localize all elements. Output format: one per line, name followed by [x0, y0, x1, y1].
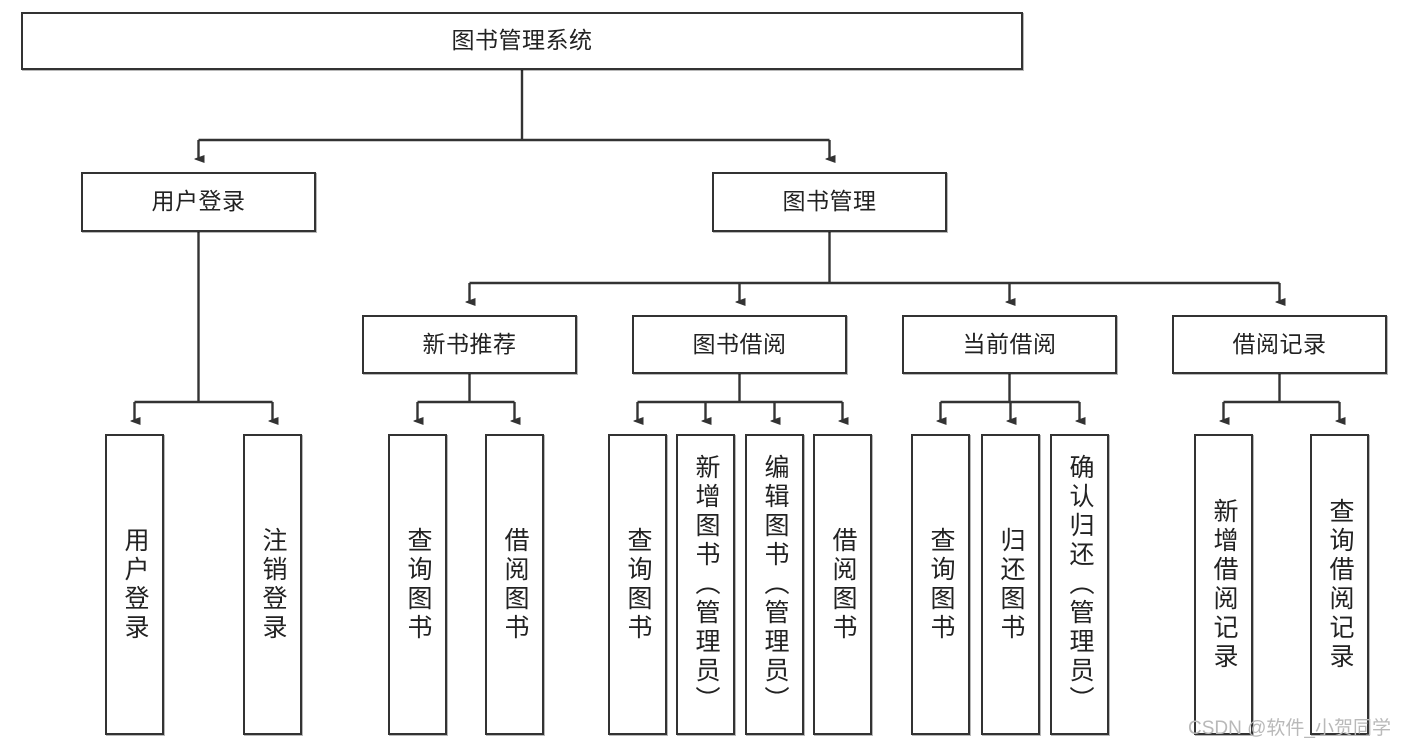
node-leaf-bor-1[interactable]: 查询图书	[608, 434, 667, 735]
node-leaf-new-1[interactable]: 查询图书	[388, 434, 447, 735]
node-leaf-bor-3[interactable]: 编辑图书（管理员）	[745, 434, 804, 735]
node-bookmgmt[interactable]: 图书管理	[712, 172, 947, 232]
node-label: 查询图书	[927, 526, 955, 643]
node-leaf-login-1[interactable]: 用户登录	[105, 434, 164, 735]
node-leaf-rec-2[interactable]: 查询借阅记录	[1310, 434, 1369, 735]
node-label: 新书推荐	[422, 330, 517, 357]
node-label: 借阅图书	[829, 526, 857, 643]
node-leaf-cur-1[interactable]: 查询图书	[911, 434, 970, 735]
node-label: 查询图书	[624, 526, 652, 643]
node-label: 查询借阅记录	[1326, 497, 1354, 672]
node-leaf-cur-2[interactable]: 归还图书	[981, 434, 1040, 735]
node-borrow[interactable]: 图书借阅	[632, 315, 847, 374]
node-leaf-new-2[interactable]: 借阅图书	[485, 434, 544, 735]
node-label: 新增图书（管理员）	[692, 454, 720, 715]
node-records[interactable]: 借阅记录	[1172, 315, 1387, 374]
node-current[interactable]: 当前借阅	[902, 315, 1117, 374]
node-newbook[interactable]: 新书推荐	[362, 315, 577, 374]
node-root[interactable]: 图书管理系统	[21, 12, 1023, 70]
node-label: 当前借阅	[962, 330, 1057, 357]
node-leaf-login-2[interactable]: 注销登录	[243, 434, 302, 735]
node-label: 借阅记录	[1232, 330, 1327, 357]
node-label: 新增借阅记录	[1210, 497, 1238, 672]
node-label: 图书管理系统	[451, 27, 593, 54]
node-leaf-bor-2[interactable]: 新增图书（管理员）	[676, 434, 735, 735]
node-login[interactable]: 用户登录	[81, 172, 316, 232]
node-label: 编辑图书（管理员）	[761, 454, 789, 715]
node-leaf-bor-4[interactable]: 借阅图书	[813, 434, 872, 735]
node-label: 图书借阅	[692, 330, 787, 357]
node-leaf-rec-1[interactable]: 新增借阅记录	[1194, 434, 1253, 735]
node-label: 归还图书	[997, 526, 1025, 643]
node-label: 注销登录	[259, 526, 287, 643]
node-label: 查询图书	[404, 526, 432, 643]
node-label: 确认归还（管理员）	[1066, 454, 1094, 715]
node-leaf-cur-3[interactable]: 确认归还（管理员）	[1050, 434, 1109, 735]
node-label: 用户登录	[121, 526, 149, 643]
node-label: 图书管理	[782, 188, 877, 215]
node-label: 借阅图书	[501, 526, 529, 643]
node-label: 用户登录	[151, 188, 246, 215]
